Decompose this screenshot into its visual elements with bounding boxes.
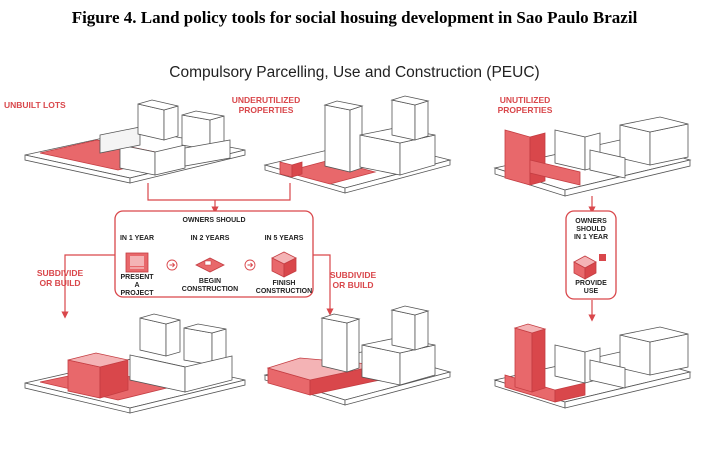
unbuilt-lots-label: UNBUILT LOTS [4,100,66,110]
step-2-period: IN 2 YEARS [190,235,230,242]
result-block-middle [263,305,452,406]
result-block-right [493,323,692,409]
step-3-period: IN 5 YEARS [264,235,304,242]
unutilized-block [493,116,692,197]
result-block-left [24,313,246,414]
subdivide-left-label: SUBDIVIDE OR BUILD [36,268,84,288]
diagram-title: Compulsory Parcelling, Use and Construct… [169,64,540,81]
arrow-right-icon [166,259,178,271]
underutilized-block [263,95,452,194]
timeline-box [114,210,314,298]
construction-site-icon [195,257,225,273]
step-3-action: FINISH CONSTRUCTION [255,280,313,295]
project-document-icon [125,252,149,273]
unutilized-label: UNUTILIZED PROPERTIES [497,95,553,115]
owners-should-header: OWNERS SHOULD [182,217,246,224]
subdivide-middle-label: SUBDIVIDE OR BUILD [329,270,377,290]
figure-title: Figure 4. Land policy tools for social h… [71,8,638,27]
flow-arrows [61,183,596,322]
right-box [565,210,617,300]
arrow-right-icon [244,259,256,271]
step-2-action: BEGIN CONSTRUCTION [181,278,239,293]
unbuilt-lots-block [24,99,246,184]
provide-use-building-icon [573,254,606,280]
step-1-action: PRESENT A PROJECT [120,274,154,297]
step-1-period: IN 1 YEAR [119,235,155,242]
underutilized-label: UNDERUTILIZED PROPERTIES [231,95,301,115]
finished-building-icon [271,251,297,278]
provide-use-label: PROVIDE USE [575,280,607,295]
right-box-header: OWNERS SHOULD IN 1 YEAR [573,218,609,241]
